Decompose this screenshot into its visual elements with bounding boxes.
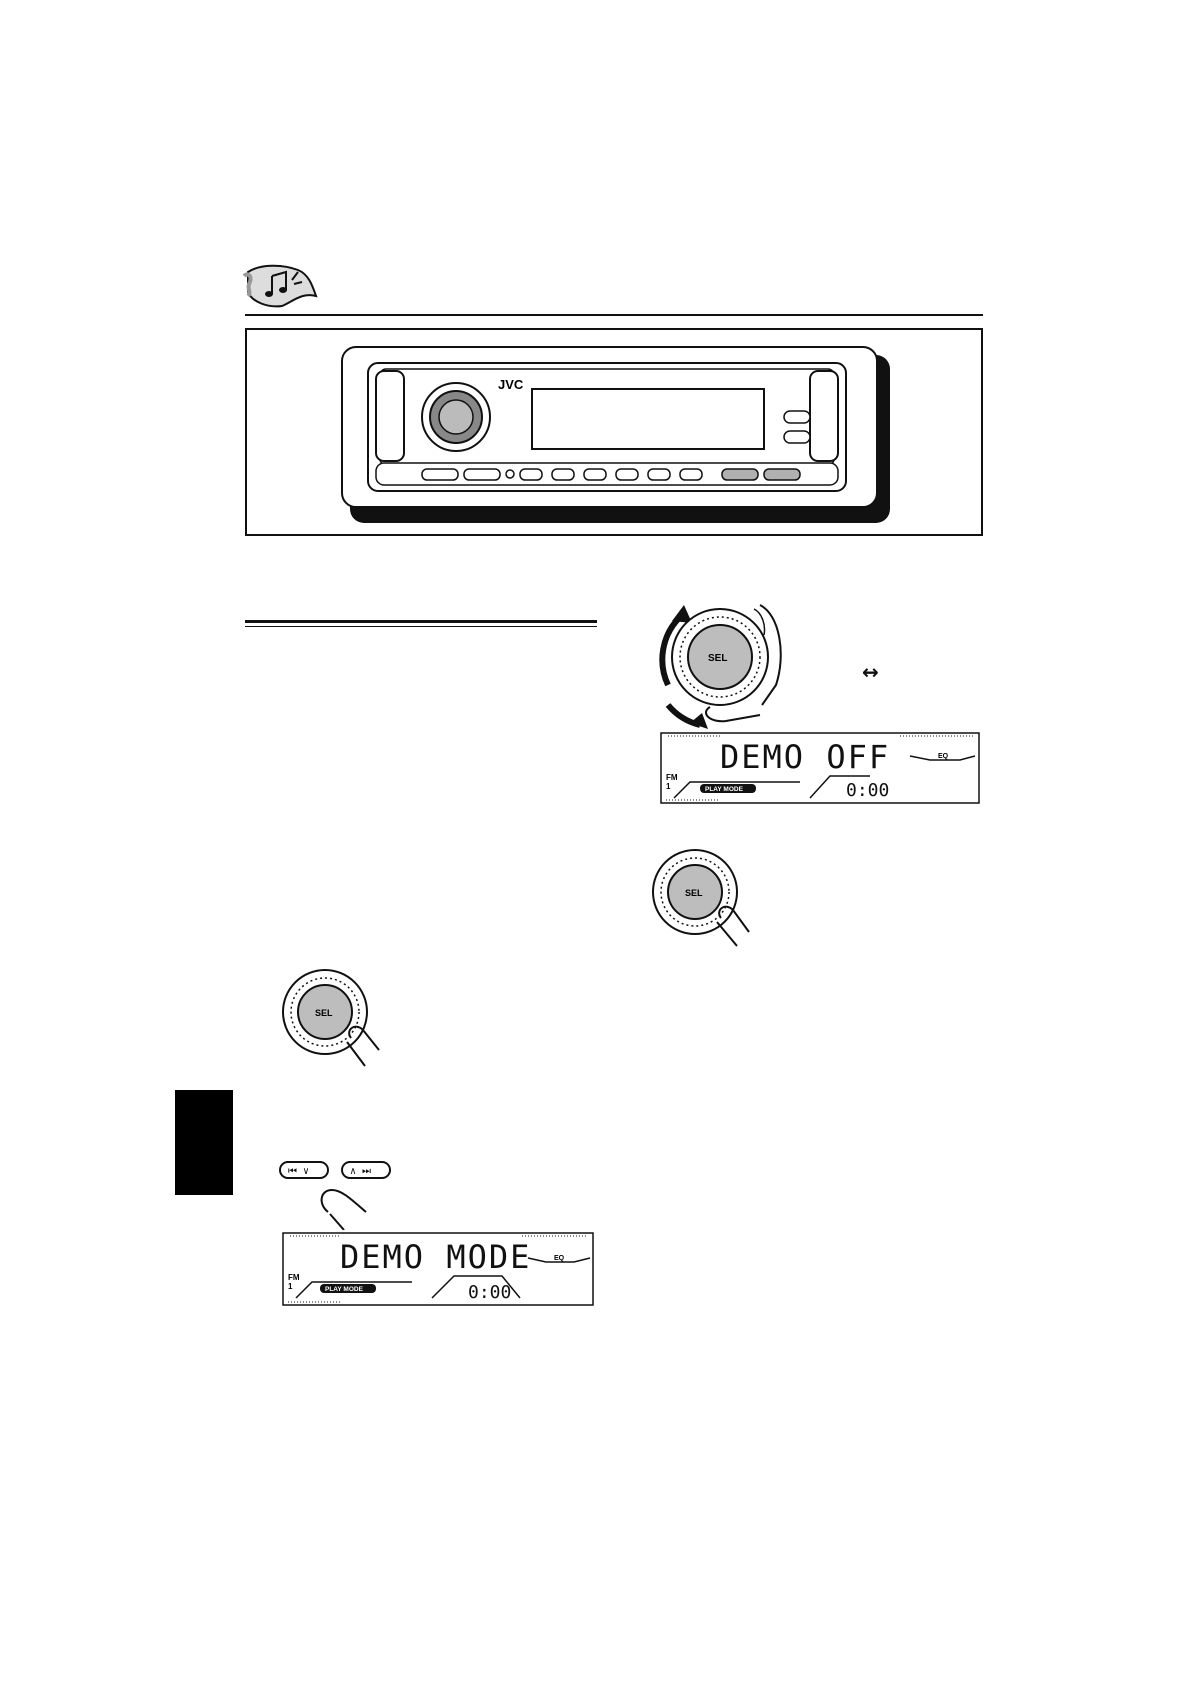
lcd-band-demo-mode: FM bbox=[288, 1273, 300, 1282]
lcd-clock-demo-off: 0:00 bbox=[846, 780, 889, 801]
lcd-preset-demo-off: 1 bbox=[666, 782, 671, 791]
section-rule-bottom bbox=[245, 626, 597, 627]
lcd-main-text-demo-mode: DEMO MODE bbox=[340, 1238, 531, 1276]
prev-button-label: ⏮ ∨ bbox=[288, 1166, 309, 1177]
sel-knob-rotate-illustration: SEL bbox=[659, 604, 782, 729]
car-stereo-illustration: JVC bbox=[341, 346, 890, 523]
lcd-eq-demo-off: EQ bbox=[938, 753, 949, 760]
sel-knob-press-illustration-left: SEL bbox=[282, 969, 380, 1067]
section-rule-top bbox=[245, 620, 597, 623]
lcd-display-demo-off: DEMO OFF FM 1 PLAY MODE 0:00 EQ bbox=[660, 732, 980, 804]
lcd-play-mode-demo-off: PLAY MODE bbox=[705, 786, 744, 793]
music-notes-icon bbox=[242, 264, 318, 308]
sel-label-left: SEL bbox=[315, 1008, 333, 1018]
jvc-logo: JVC bbox=[498, 377, 524, 392]
lcd-eq-demo-mode: EQ bbox=[554, 1255, 565, 1262]
language-side-tab bbox=[175, 1090, 233, 1195]
lcd-clock-demo-mode: 0:00 bbox=[468, 1282, 511, 1303]
sel-label-right: SEL bbox=[685, 888, 703, 898]
sel-knob-press-illustration-right: SEL bbox=[652, 849, 750, 947]
unit-illustration-frame bbox=[245, 328, 983, 536]
next-button-label: ∧ ⏭ bbox=[350, 1166, 371, 1177]
lcd-preset-demo-mode: 1 bbox=[288, 1282, 293, 1291]
lcd-display-demo-mode: DEMO MODE FM 1 PLAY MODE 0:00 EQ bbox=[282, 1232, 594, 1306]
lcd-main-text-demo-off: DEMO OFF bbox=[720, 738, 890, 776]
lcd-play-mode-demo-mode: PLAY MODE bbox=[325, 1286, 364, 1293]
double-arrow-icon: ↔ bbox=[862, 660, 879, 684]
prev-next-buttons-illustration: ⏮ ∨ ∧ ⏭ bbox=[279, 1161, 391, 1230]
lcd-band-demo-off: FM bbox=[666, 773, 678, 782]
header-rule bbox=[245, 314, 983, 316]
sel-label-rotate: SEL bbox=[708, 653, 727, 664]
